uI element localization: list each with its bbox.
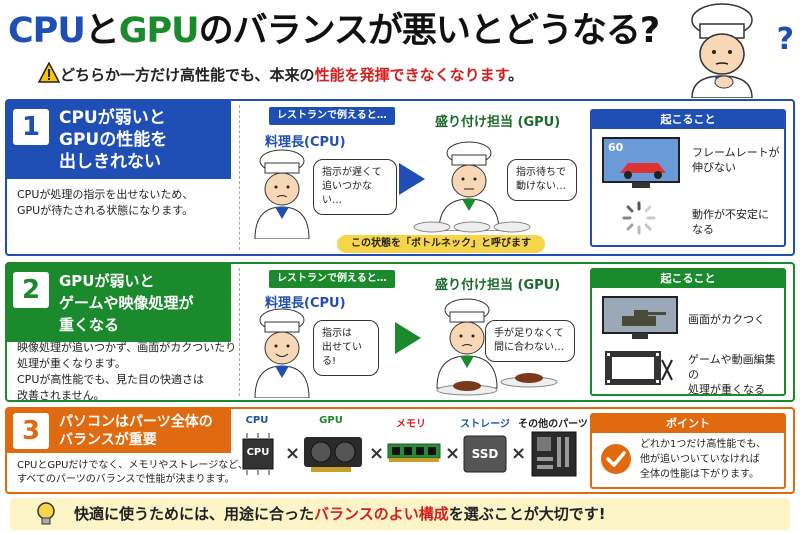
chef-cpu-illustration: [254, 149, 310, 239]
cpu-chip-icon: [242, 433, 274, 475]
arrow-right-icon: [399, 163, 425, 195]
point-title: ポイント: [592, 415, 784, 433]
speech-bubble-cpu: 指示が遅くて 追いつかない…: [313, 159, 397, 215]
chef-gpu-illustration: [438, 141, 500, 231]
ssd-icon: [463, 435, 507, 473]
chef-gpu-illustration: [436, 298, 498, 396]
section3-description: CPUとGPUだけでなく、メモリやストレージなど、 すべてのパーツのバランスで性…: [17, 460, 248, 485]
section3-header: 3 パソコンはパーツ全体の バランスが重要: [7, 409, 231, 453]
arrow-right-icon: [395, 322, 421, 354]
speech-bubble-cpu: 指示は 出せている!: [313, 320, 379, 376]
plates-icon: [413, 221, 531, 233]
title-gpu: GPU: [118, 11, 200, 51]
part-label-other: その他のパーツ: [518, 419, 588, 430]
point-text: どれか1つだけ高性能でも、 他が追いついていなければ 全体の性能は下がります。: [640, 439, 767, 480]
part-label-memory: メモリ: [396, 419, 426, 430]
section3-number: 3: [13, 413, 49, 449]
result-box-2: 起こること 画面がカクつく ゲームや動画編集の 処理が重くなる: [590, 268, 786, 396]
section1-header: 1 CPUが弱いと GPUの性能を 出しきれない: [7, 101, 231, 179]
section-balance: 3 パソコンはパーツ全体の バランスが重要 CPUとGPUだけでなく、メモリやス…: [5, 407, 795, 494]
result-title: 起こること: [592, 111, 784, 129]
bottleneck-note: この状態を「ボトルネック」と呼びます: [337, 235, 545, 253]
motherboard-icon: [531, 431, 577, 477]
part-label-storage: ストレージ: [460, 419, 510, 430]
warning-highlight: 性能を発揮できなくなります: [314, 66, 509, 84]
plate-dish-icon: [500, 373, 558, 388]
restaurant-tag: レストランで例えると…: [269, 270, 395, 288]
memory-stick-icon: [387, 443, 441, 462]
footer-text: 快適に使うためには、用途に合ったバランスのよい構成を選ぶことが大切です!: [74, 498, 606, 530]
fps-counter: 60: [608, 141, 624, 154]
question-mark-icon: ?: [776, 22, 794, 57]
warning-suffix: 。: [508, 66, 524, 84]
role-head-chef: 料理長(CPU): [265, 135, 346, 150]
result-title: 起こること: [592, 270, 784, 288]
restaurant-tag: レストランで例えると…: [269, 107, 395, 125]
footer-highlight: バランスのよい構成: [314, 505, 449, 523]
page-title: CPUとGPUのバランスが悪いとどうなる?: [8, 2, 698, 60]
title-rest: のバランスが悪いとどうなる?: [198, 11, 661, 51]
part-label-cpu: CPU: [245, 415, 269, 426]
times-icon: ×: [445, 443, 461, 464]
speech-bubble-gpu: 指示待ちで 動けない…: [507, 159, 577, 201]
times-icon: ×: [369, 443, 385, 464]
warning-text: どちらか一方だけ高性能でも、本来の性能を発揮できなくなります。: [60, 62, 523, 88]
section1-description: CPUが処理の指示を出せないため、 GPUが待たされる状態になります。: [17, 188, 194, 217]
section2-header: 2 GPUが弱いと ゲームや映像処理が 重くなる: [7, 264, 231, 342]
point-box: ポイント どれか1つだけ高性能でも、 他が追いついていなければ 全体の性能は下が…: [590, 413, 786, 489]
section-gpu-weak: 2 GPUが弱いと ゲームや映像処理が 重くなる 映像処理が追いつかず、画面がカ…: [5, 262, 795, 402]
role-plating: 盛り付け担当 (GPU): [435, 115, 561, 130]
warning-prefix: どちらか一方だけ高性能でも、本来の: [60, 66, 315, 84]
section1-number: 1: [13, 109, 49, 145]
role-plating: 盛り付け担当 (GPU): [435, 278, 561, 293]
footer-prefix: 快適に使うためには、用途に合った: [74, 505, 315, 523]
lightbulb-icon: [37, 502, 55, 525]
section2-number: 2: [13, 272, 49, 308]
divider: [239, 268, 240, 396]
loading-spinner-icon: [622, 201, 656, 235]
result-stutter: 画面がカクつく: [688, 313, 765, 326]
title-cpu: CPU: [8, 11, 86, 51]
check-circle-icon: [601, 444, 631, 474]
chef-cpu-illustration: [254, 308, 310, 398]
section-cpu-weak: 1 CPUが弱いと GPUの性能を 出しきれない CPUが処理の指示を出せないた…: [5, 99, 795, 256]
result-heavy: ゲームや動画編集の 処理が重くなる: [688, 353, 776, 396]
result-unstable: 動作が不安定に なる: [692, 208, 769, 236]
warning-icon: [38, 62, 60, 83]
section2-description: 映像処理が追いつかず、画面がカクついたり 処理が重くなります。 CPUが高性能で…: [17, 341, 237, 402]
footer-banner: 快適に使うためには、用途に合ったバランスのよい構成を選ぶことが大切です!: [10, 498, 790, 530]
thinking-chef-illustration: [691, 3, 753, 98]
film-edit-icon: [605, 351, 673, 385]
times-icon: ×: [511, 443, 527, 464]
times-icon: ×: [285, 443, 301, 464]
ssd-label: SSD: [471, 447, 499, 461]
monitor-car-icon: [602, 137, 680, 188]
section3-heading: パソコンはパーツ全体の バランスが重要: [59, 414, 213, 448]
cpu-chip-label: CPU: [246, 447, 270, 458]
result-box-1: 起こること 60 フレームレートが 伸びない 動作が不安定に なる: [590, 109, 786, 247]
title-and: と: [84, 11, 120, 51]
section2-heading: GPUが弱いと ゲームや映像処理が 重くなる: [59, 272, 194, 334]
monitor-tank-icon: [602, 296, 678, 339]
part-label-gpu: GPU: [319, 415, 343, 426]
result-framerate: フレームレートが 伸びない: [692, 146, 780, 174]
speech-bubble-gpu: 手が足りなくて 間に合わない…: [485, 320, 575, 362]
footer-suffix: を選ぶことが大切です!: [448, 505, 606, 523]
gpu-card-icon: [304, 437, 362, 472]
divider: [239, 105, 240, 250]
section1-heading: CPUが弱いと GPUの性能を 出しきれない: [59, 108, 168, 172]
role-head-chef: 料理長(CPU): [265, 296, 346, 311]
